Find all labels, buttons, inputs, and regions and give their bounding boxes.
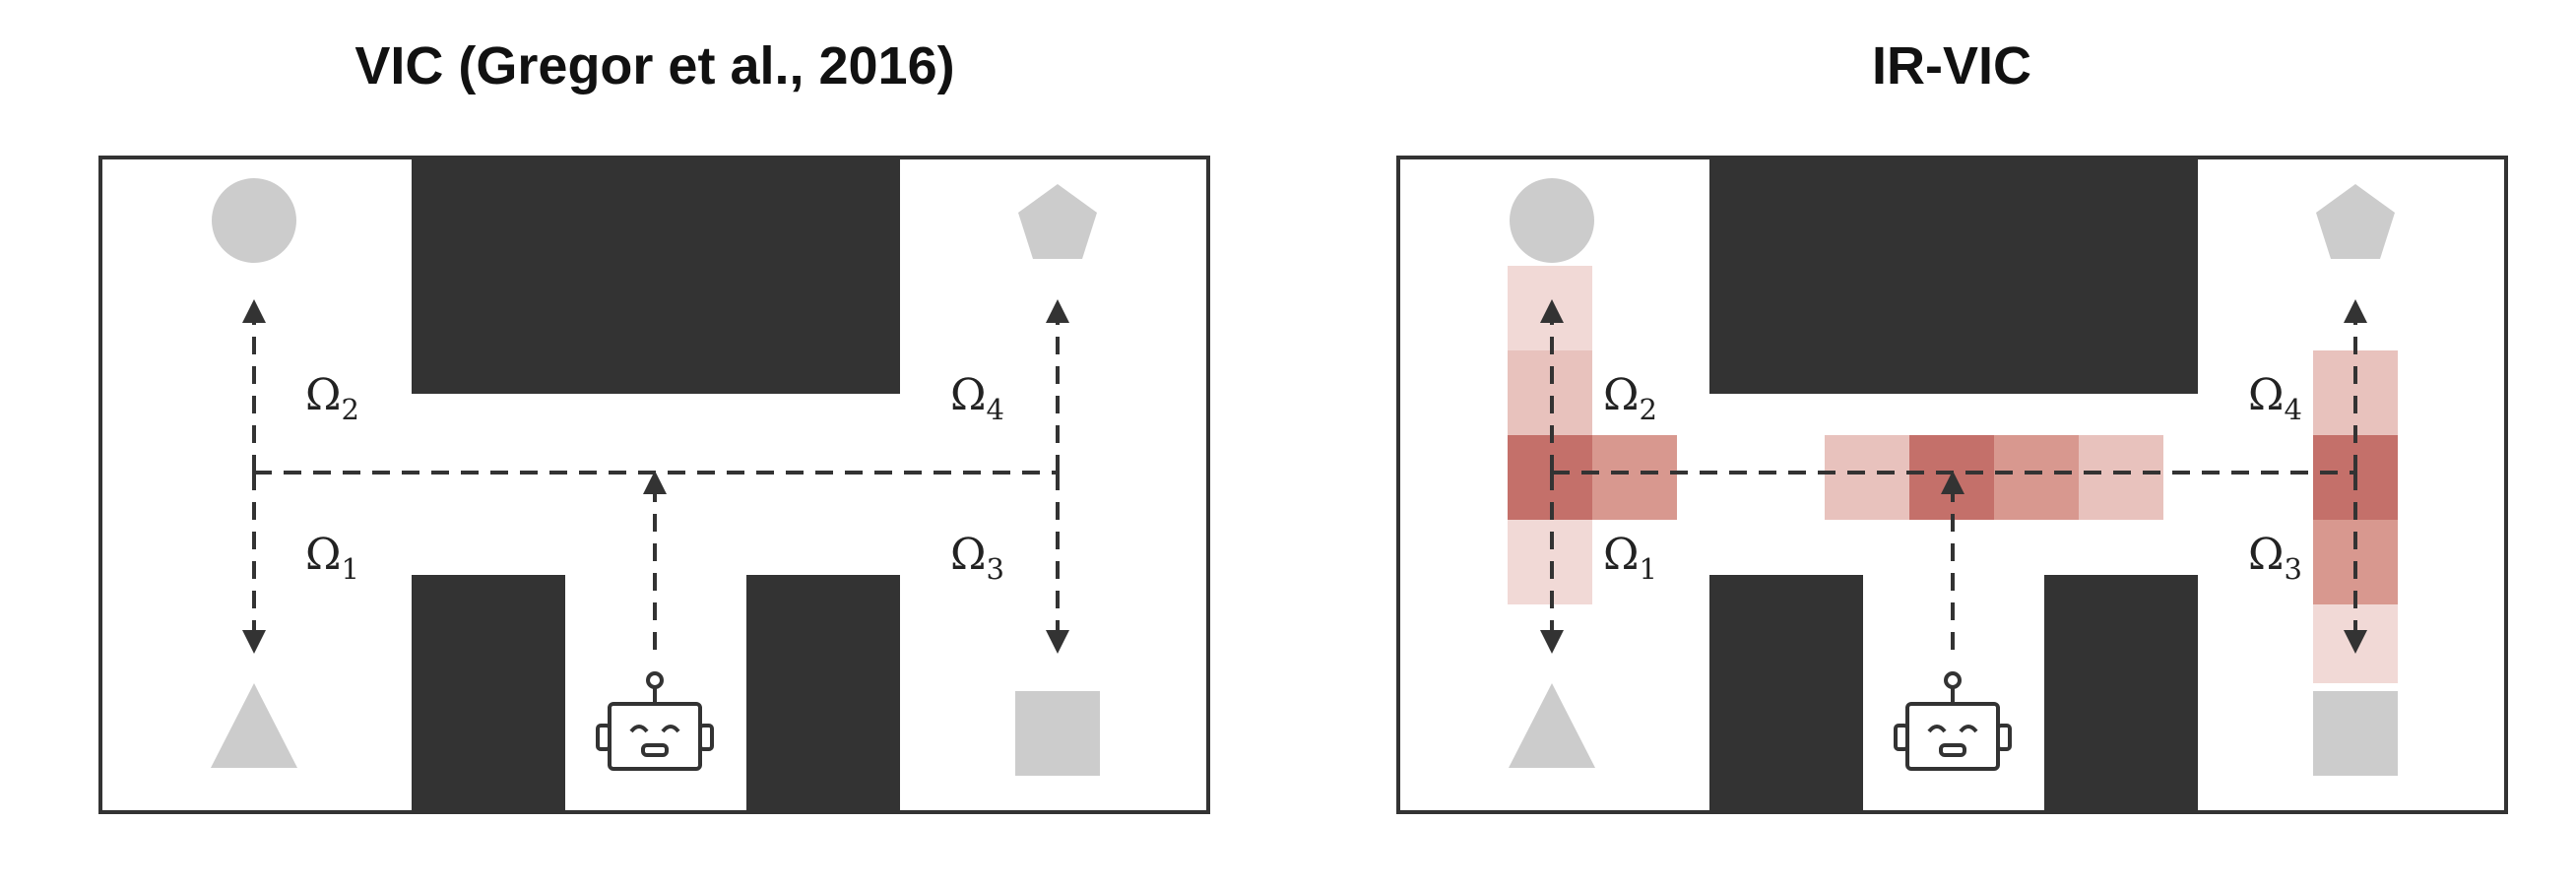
panel-title-vic: VIC (Gregor et al., 2016): [354, 36, 955, 95]
ir-vic-omega2-label: Ω2: [1603, 370, 1657, 426]
heat-cell: [1994, 435, 2079, 520]
heat-cell: [2313, 604, 2398, 683]
triangle-goal: [211, 683, 297, 768]
ir-vic-option-paths: [1540, 299, 2367, 654]
heat-cell: [1592, 435, 1677, 520]
vic-option-paths: [242, 299, 1069, 654]
heat-cell: [1825, 435, 1909, 520]
heat-cell: [1508, 350, 1592, 435]
heat-cell: [2079, 435, 2163, 520]
pentagon-goal: [2316, 184, 2395, 259]
heat-cell: [2313, 350, 2398, 435]
triangle-goal: [1509, 683, 1595, 768]
vic-omega4-label: Ω4: [950, 370, 1004, 426]
square-goal: [1015, 691, 1100, 776]
vic-wall-bottom-left: [412, 575, 565, 812]
pentagon-goal: [1018, 184, 1097, 259]
vic-omega1-label: Ω1: [305, 530, 359, 586]
ir-vic-wall-top: [1709, 158, 2198, 394]
ir-vic-omega1-label: Ω1: [1603, 530, 1657, 586]
vic-wall-top: [412, 158, 900, 394]
vic-wall-bottom-right: [746, 575, 900, 812]
ir-vic-omega4-label: Ω4: [2248, 370, 2302, 426]
heat-cell: [1909, 435, 1994, 520]
circle-goal: [212, 178, 296, 263]
square-goal: [2313, 691, 2398, 776]
panel-title-ir-vic: IR-VIC: [1872, 36, 2031, 95]
vic-omega3-label: Ω3: [950, 530, 1004, 586]
vic-panel: Ω2 Ω1 Ω4 Ω3: [98, 156, 1210, 814]
vic-omega2-label: Ω2: [305, 370, 359, 426]
ir-vic-omega3-label: Ω3: [2248, 530, 2302, 586]
circle-goal: [1510, 178, 1594, 263]
heatmap-center-row: [1825, 435, 2163, 520]
ir-vic-wall-bottom-left: [1709, 575, 1863, 812]
ir-vic-panel: Ω2 Ω1 Ω4 Ω3: [1396, 156, 2508, 814]
ir-vic-wall-bottom-right: [2044, 575, 2198, 812]
